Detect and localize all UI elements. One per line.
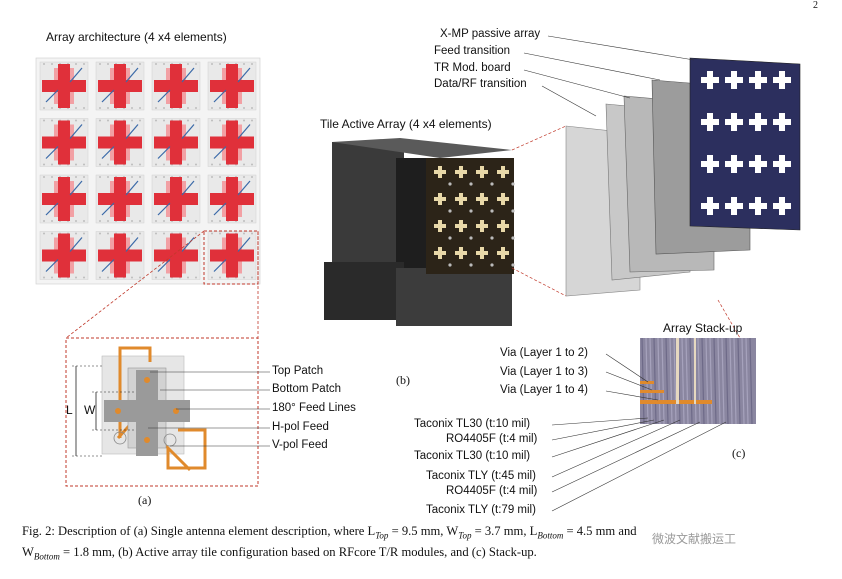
tile-active-array <box>324 138 515 326</box>
page-number: 2 <box>813 0 818 11</box>
layer-tr-board: TR Mod. board <box>434 62 511 74</box>
stackup-title: Array Stack-up <box>663 321 743 335</box>
legend-v-pol-feed: V-pol Feed <box>272 439 328 451</box>
panel-b-label: (b) <box>396 373 410 387</box>
material-tly-79: Taconix TLY (t:79 mil) <box>426 504 536 516</box>
material-tl30-b: Taconix TL30 (t:10 mil) <box>414 450 531 462</box>
tile-label: Tile Active Array (4 x4 elements) <box>320 117 492 131</box>
panel-a-label: (a) <box>138 493 152 507</box>
via-1-4: Via (Layer 1 to 4) <box>500 384 589 396</box>
material-ro4405f-a: RO4405F (t:4 mil) <box>446 433 538 445</box>
legend-feed-lines: 180° Feed Lines <box>272 402 356 414</box>
legend-h-pol-feed: H-pol Feed <box>272 421 329 433</box>
material-tl30-a: Taconix TL30 (t:10 mil) <box>414 418 531 430</box>
watermark: 微波文献搬运工 <box>652 532 737 546</box>
via-1-2: Via (Layer 1 to 2) <box>500 347 589 359</box>
layer-xmp: X-MP passive array <box>440 28 541 40</box>
zoom-box <box>65 337 259 487</box>
legend-bottom-patch: Bottom Patch <box>272 383 342 395</box>
layer-data-rf: Data/RF transition <box>434 78 527 90</box>
stackup-image <box>551 299 756 512</box>
material-ro4405f-b: RO4405F (t:4 mil) <box>446 485 538 497</box>
dim-L: L <box>66 403 73 417</box>
array-grid <box>35 57 261 285</box>
material-tly-45: Taconix TLY (t:45 mil) <box>426 470 536 482</box>
panel-a-title: Array architecture (4 x4 elements) <box>46 30 227 44</box>
legend-top-patch: Top Patch <box>272 365 324 377</box>
via-1-3: Via (Layer 1 to 3) <box>500 366 589 378</box>
panel-c-label: (c) <box>732 446 746 460</box>
layer-feed-transition: Feed transition <box>434 45 511 57</box>
exploded-layers <box>511 35 801 297</box>
figure-caption: Fig. 2: Description of (a) Single antenn… <box>22 524 637 562</box>
element-detail <box>72 346 270 472</box>
dim-W: W <box>84 403 96 417</box>
zoom-line-left <box>65 230 205 339</box>
